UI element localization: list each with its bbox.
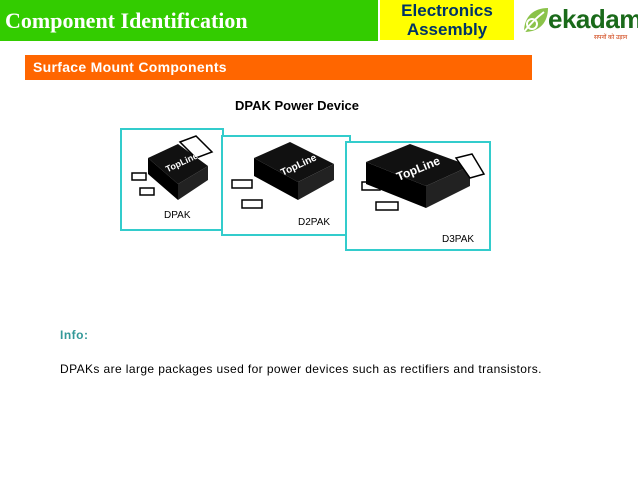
section-title: Surface Mount Components (33, 59, 227, 75)
d3pak-package: TopLine D3PAK (345, 141, 491, 251)
logo-wordmark: ekadam (548, 4, 638, 34)
d2pak-label: D2PAK (298, 217, 330, 228)
slide-title: Component Identification (5, 8, 248, 33)
ekadam-logo: ekadam सपनों को उड़ान (518, 2, 638, 42)
d2pak-package: TopLine D2PAK (221, 135, 351, 236)
dpak-packages-illustration: TopLine DPAK TopLine D2PAK TopLine D3PAK (120, 128, 491, 251)
header-bar: Component Identification (0, 0, 378, 41)
d3pak-label: D3PAK (442, 234, 474, 245)
dpak-package: TopLine DPAK (120, 128, 224, 231)
section-header: Surface Mount Components (25, 55, 532, 80)
header-divider (0, 41, 378, 43)
leaf-icon (523, 8, 548, 33)
info-label: Info: (60, 328, 89, 342)
figure-title: DPAK Power Device (234, 98, 360, 113)
badge-line-1: Electronics (401, 1, 493, 20)
info-text: DPAKs are large packages used for power … (60, 362, 542, 376)
dpak-label: DPAK (164, 210, 191, 221)
badge-line-2: Assembly (406, 20, 488, 39)
logo-tagline: सपनों को उड़ान (594, 35, 628, 41)
electronics-assembly-badge: Electronics Assembly (380, 0, 514, 40)
